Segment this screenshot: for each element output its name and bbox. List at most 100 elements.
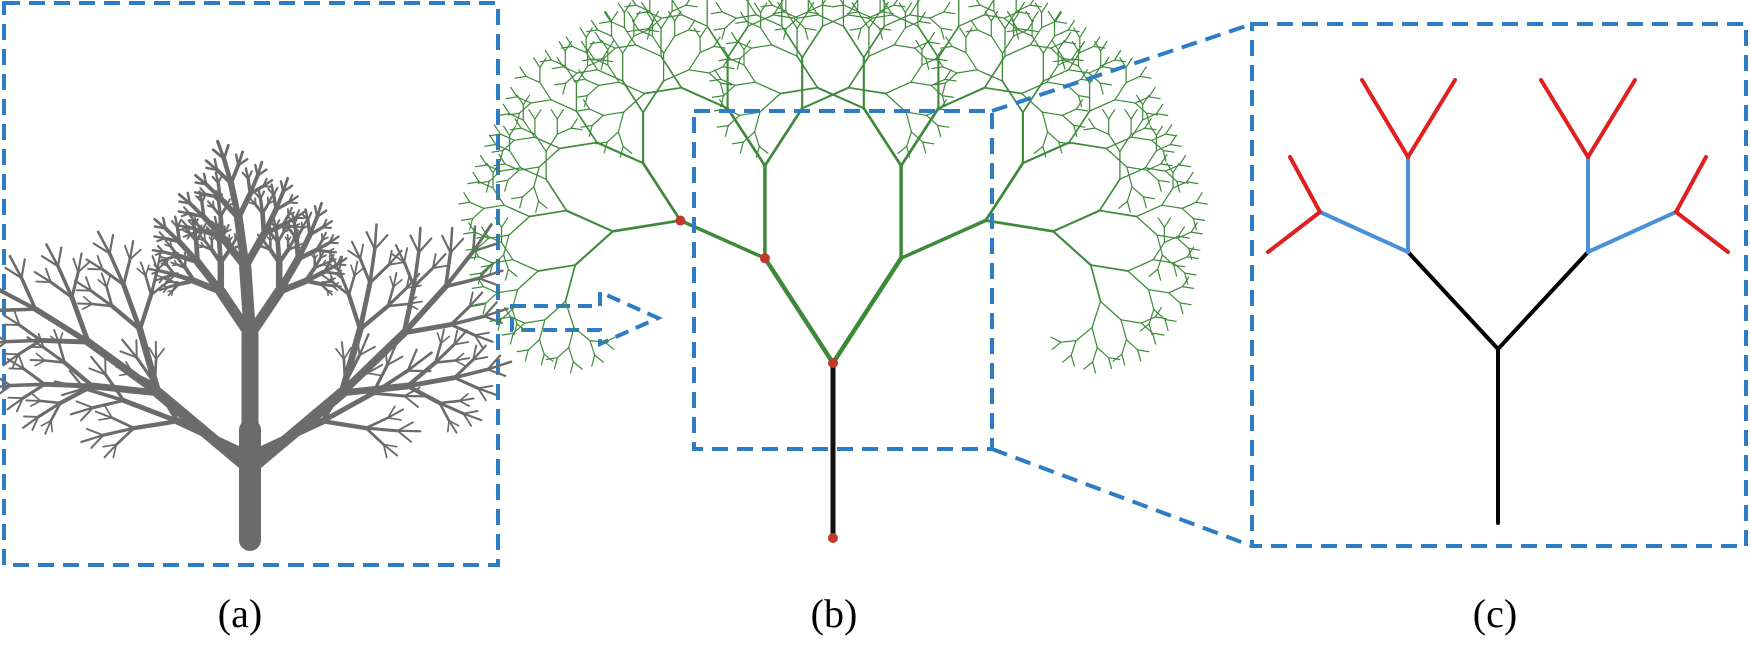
green-branch [1047,10,1056,22]
level-3-branch [1586,78,1637,159]
green-branch [857,10,870,30]
green-branch [635,4,651,12]
green-branch [1077,94,1083,108]
green-branch [1051,39,1059,51]
green-branch [1021,141,1071,165]
grey-branch [281,176,290,194]
grey-branch [158,269,177,277]
green-branch [590,19,599,31]
green-branch [771,44,798,57]
green-branch [1126,186,1133,202]
green-branch [568,327,575,349]
grey-branch [358,257,372,285]
green-branch [1172,181,1188,189]
grey-branch [15,397,24,413]
grey-branch [303,269,327,284]
green-branch [1060,340,1077,343]
green-branch [753,131,760,147]
grey-branch [280,216,298,227]
green-branch [1083,361,1094,370]
green-branch [503,204,531,218]
green-branch [688,51,701,71]
green-branch [965,27,973,39]
grey-branch [0,377,12,387]
green-branch [640,1,649,13]
grey-branch [110,416,136,430]
green-branch [706,25,729,59]
green-branch [1112,353,1123,362]
green-branch [545,133,558,153]
green-branch [1057,49,1066,61]
green-branch [1127,270,1150,291]
grey-branch [88,382,162,397]
grey-branch [31,393,42,402]
green-branch [501,241,514,261]
grey-branch [322,262,340,274]
grey-branch [102,443,118,448]
panel-b-zoom-box [692,109,994,451]
grey-branch [371,363,389,395]
green-branch [1071,58,1084,62]
green-branch [619,145,624,158]
green-branch [759,92,782,113]
green-branch [857,27,862,40]
grey-branch [340,341,345,361]
green-branch [507,169,520,181]
panel-c-label: (c) [1472,591,1518,636]
grey-branch [343,347,352,361]
grey-branch [213,215,219,229]
green-branch [910,81,932,87]
green-branch [1161,254,1175,266]
green-branch [491,149,504,153]
green-branch [460,218,474,221]
green-branch [1156,234,1164,256]
green-branch [1105,136,1133,150]
grey-branch [121,282,143,332]
green-branch [807,0,819,16]
grey-branch [364,416,390,430]
green-branch [488,170,502,182]
grey-branch [468,291,484,308]
grey-branch [156,249,162,271]
grey-branch [434,359,457,364]
green-branch [1057,39,1065,51]
green-branch [573,78,586,82]
grey-branch [387,416,402,421]
green-branch [500,308,513,321]
green-branch [641,161,682,222]
grey-branch [258,197,265,216]
green-branch [604,341,615,350]
grey-branch [353,260,359,277]
green-branch [516,270,539,291]
green-branch [1176,237,1190,249]
green-branch [1067,19,1076,31]
green-branch [495,143,511,152]
grey-branch [29,359,46,362]
grey-branch [45,243,60,268]
grey-branch [392,278,403,288]
grey-branch [96,254,104,271]
grey-branch [319,390,376,424]
green-branch [588,108,605,116]
panel-a-frame [2,1,500,567]
green-branch [883,14,911,27]
green-branch [1148,96,1161,100]
green-branch [558,141,598,150]
grey-branch [386,286,409,308]
green-branch [602,111,625,116]
green-branch [497,319,502,331]
green-branch [868,44,895,57]
grey-branch [472,225,477,253]
grey-branch [32,306,92,345]
grey-branch [170,261,179,266]
green-branch [739,141,744,154]
green-branch [1050,47,1063,59]
green-branch [556,56,564,68]
green-branch [1004,44,1032,57]
green-branch [512,259,539,272]
green-branch [862,106,903,168]
green-branch [560,45,573,49]
level-1-branch-right [1496,250,1590,351]
grey-branch [329,252,341,272]
green-branch [1105,147,1128,168]
